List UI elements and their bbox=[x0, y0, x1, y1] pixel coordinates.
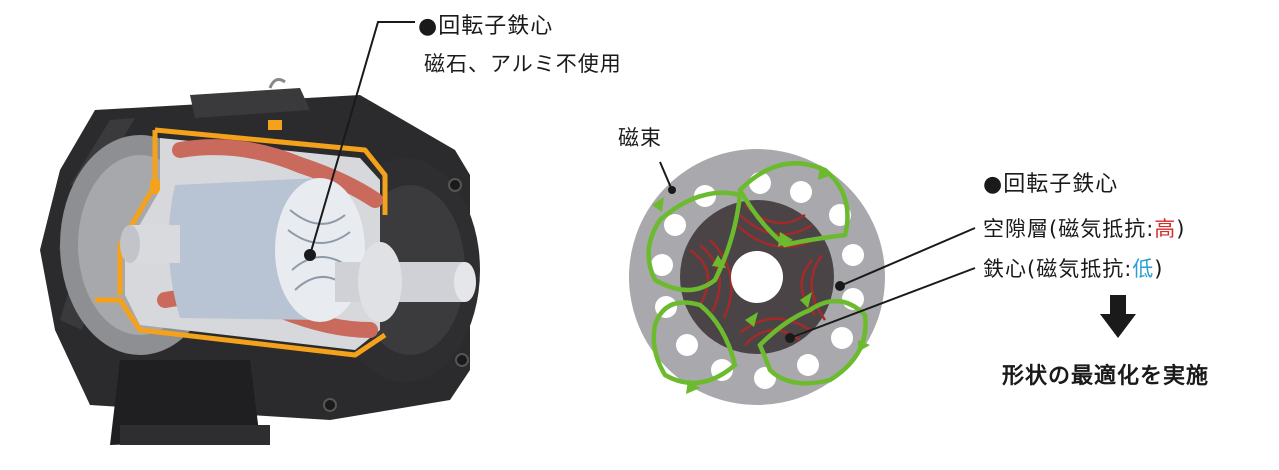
iron-core-value: 低 bbox=[1132, 257, 1155, 281]
left-heading: ●回転子鉄心 bbox=[418, 14, 554, 39]
iron-core-label: 鉄心(磁気抵抗:低) bbox=[983, 253, 1163, 283]
air-gap-prefix: 空隙層(磁気抵抗: bbox=[983, 217, 1155, 241]
flux-label: 磁束 bbox=[618, 126, 662, 150]
leader-lines-right bbox=[789, 227, 976, 339]
rotor-core bbox=[120, 178, 476, 322]
flux-arrows bbox=[652, 165, 870, 394]
air-gap-value: 高 bbox=[1154, 217, 1177, 241]
leader-line-rotor bbox=[304, 21, 415, 261]
leader-line-flux bbox=[659, 161, 673, 191]
flux-loops bbox=[646, 161, 868, 386]
cutaway-frame bbox=[95, 127, 388, 358]
air-gap-suffix: ) bbox=[1176, 217, 1186, 241]
down-arrow-icon bbox=[1100, 295, 1136, 338]
conclusion-text: 形状の最適化を実施 bbox=[1002, 364, 1210, 389]
right-heading: ●回転子鉄心 bbox=[983, 172, 1119, 197]
iron-core-prefix: 鉄心(磁気抵抗: bbox=[983, 257, 1133, 281]
shaft-hole bbox=[731, 251, 783, 303]
iron-core-suffix: ) bbox=[1154, 257, 1164, 281]
left-note: 磁石、アルミ不使用 bbox=[424, 52, 622, 76]
air-gap-label: 空隙層(磁気抵抗:高) bbox=[983, 213, 1185, 243]
